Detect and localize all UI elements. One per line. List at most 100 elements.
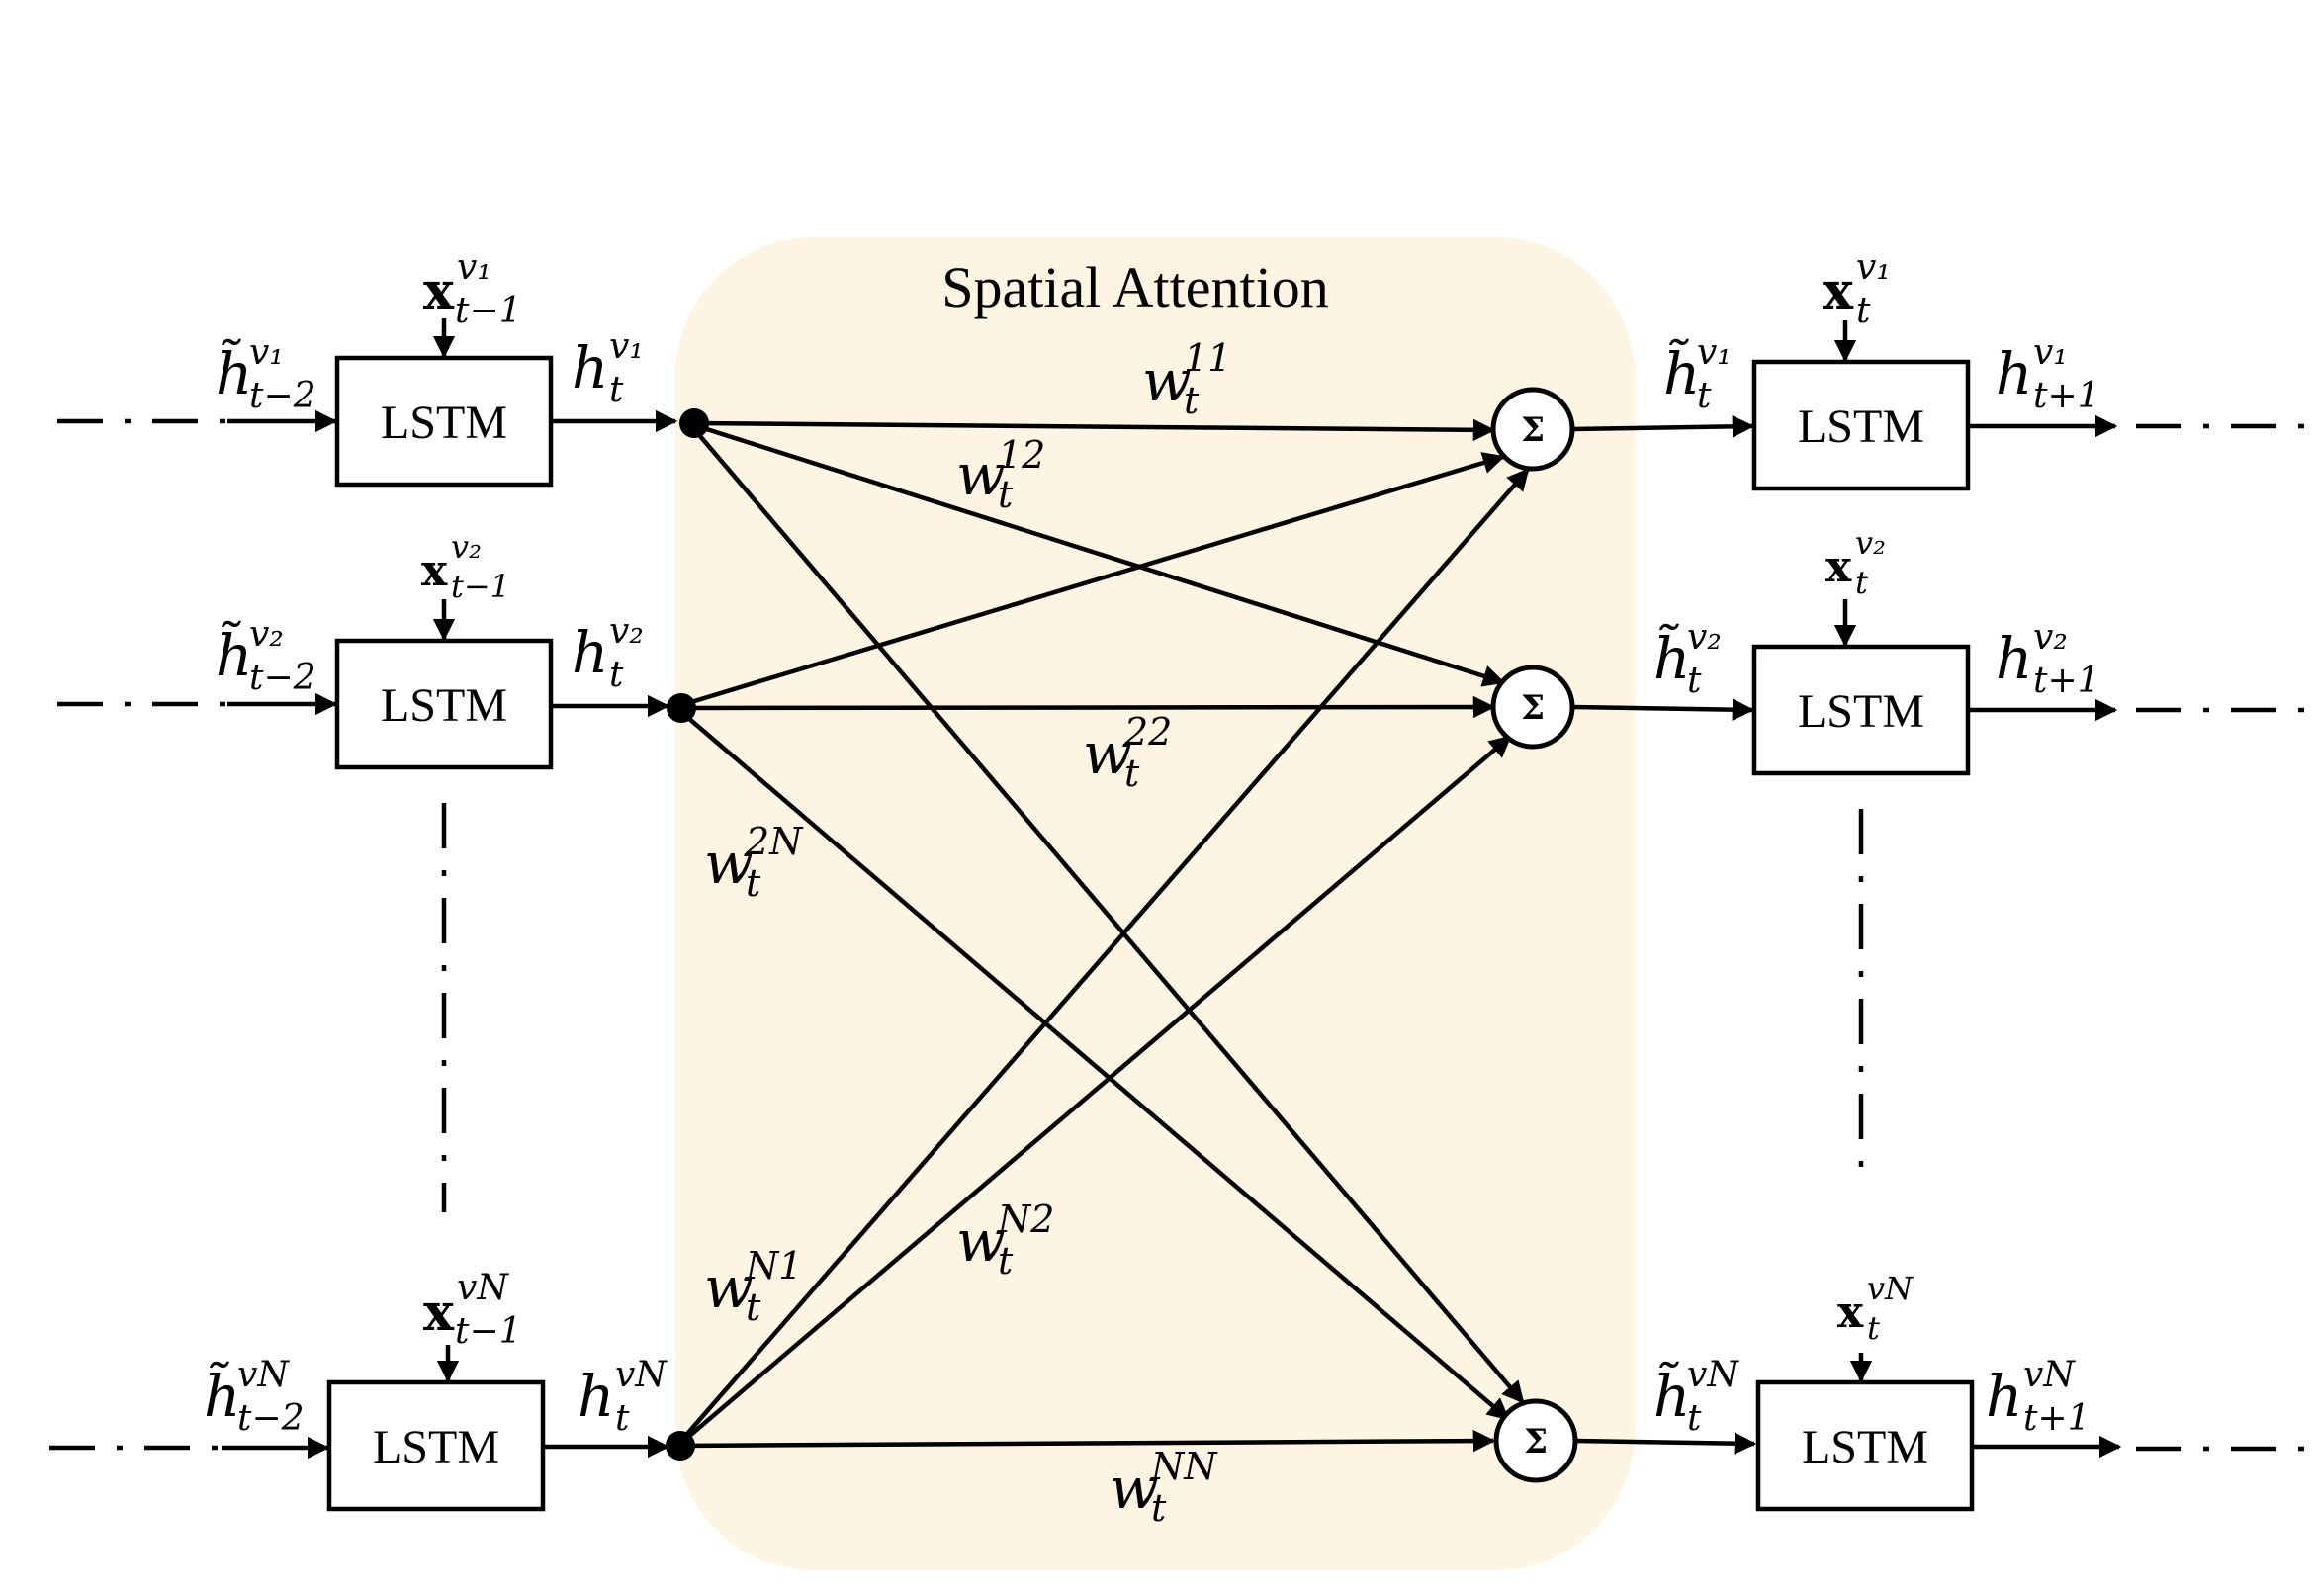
svg-text:w: w (956, 441, 1006, 508)
svg-text:x: x (423, 261, 455, 321)
left-lstm-box-N (326, 1379, 546, 1512)
edge-w12 (693, 422, 1506, 687)
label-wN1: w t N1 (704, 1244, 802, 1329)
svg-text:t−1: t−1 (455, 291, 522, 331)
label-w12: w t 12 (956, 433, 1045, 516)
right-lstm-label-N: LSTM (1802, 1421, 1928, 1473)
svg-text:h: h (572, 619, 608, 686)
svg-text:t: t (609, 370, 624, 410)
right-row1-prev-hidden-arrow (1571, 415, 1755, 438)
right-row1-prev-hidden-label: h̃ t v₁ (1663, 332, 1732, 416)
svg-text:v₁: v₁ (457, 247, 491, 288)
svg-text:h̃: h̃ (1653, 622, 1690, 692)
edge-w1N (692, 427, 1525, 1404)
svg-text:t+1: t+1 (2033, 661, 2100, 701)
svg-text:NN: NN (1150, 1445, 1218, 1488)
svg-text:h̃: h̃ (1663, 337, 1700, 407)
sum-symbol-2: Σ (1521, 688, 1545, 728)
svg-text:w: w (704, 1254, 754, 1321)
svg-text:t: t (998, 1239, 1014, 1283)
svg-text:vN: vN (237, 1355, 290, 1395)
svg-text:t−2: t−2 (249, 658, 316, 698)
svg-text:t: t (615, 1398, 630, 1439)
edge-w2N (679, 710, 1510, 1421)
left-row2-input-label: x t−1 v₂ (421, 528, 510, 605)
svg-text:h̃: h̃ (204, 1360, 240, 1430)
label-w22: w t 22 (1083, 710, 1172, 795)
svg-text:vN: vN (1867, 1270, 1914, 1307)
svg-text:v₂: v₂ (249, 614, 284, 655)
right-lstm-label-2: LSTM (1798, 685, 1924, 738)
svg-text:h̃: h̃ (216, 619, 252, 689)
svg-text:12: 12 (998, 433, 1045, 477)
svg-text:v₁: v₁ (1856, 247, 1891, 288)
svg-text:v₂: v₂ (451, 528, 482, 566)
svg-text:h: h (578, 1363, 614, 1430)
right-row2-prev-hidden-arrow (1571, 698, 1755, 721)
left-row1-input-label: x t−1 v₁ (423, 247, 522, 331)
sum-symbol-1: Σ (1521, 410, 1545, 450)
svg-text:h: h (572, 334, 608, 401)
left-row2-output-label: h t v₂ (572, 611, 644, 695)
svg-text:v₂: v₂ (1855, 524, 1886, 562)
edge-wN1 (678, 468, 1530, 1444)
svg-text:w: w (1110, 1455, 1159, 1522)
edge-w22 (680, 695, 1496, 719)
right-rowN-prev-hidden-label: h̃ t vN (1653, 1355, 1739, 1439)
svg-text:v₂: v₂ (1687, 617, 1722, 658)
left-row1-prev-hidden-label: h̃ t−2 v₁ (216, 332, 316, 416)
svg-text:t: t (1184, 379, 1200, 422)
label-wNN: w t NN (1110, 1445, 1218, 1530)
left-rowN-input-label: x t−1 vN (423, 1268, 522, 1352)
edge-w11 (693, 418, 1496, 442)
svg-text:h̃: h̃ (1653, 1360, 1690, 1430)
left-lstm-label-N: LSTM (373, 1421, 499, 1473)
svg-text:x: x (1825, 542, 1852, 592)
svg-text:vN: vN (615, 1355, 668, 1395)
svg-text:t+1: t+1 (2023, 1398, 2091, 1439)
svg-text:t: t (1856, 291, 1871, 331)
left-lstm-label-1: LSTM (381, 397, 507, 449)
svg-text:N2: N2 (997, 1197, 1054, 1241)
svg-text:h: h (1986, 1363, 2022, 1430)
svg-text:x: x (1837, 1287, 1864, 1338)
right-lstm-label-1: LSTM (1798, 400, 1924, 453)
sum-symbol-N: Σ (1524, 1422, 1548, 1462)
left-lstm-label-2: LSTM (381, 679, 507, 732)
svg-text:v₁: v₁ (609, 326, 644, 367)
right-lstm-box-2 (1751, 644, 1971, 776)
left-node-dot-2 (667, 693, 696, 723)
svg-text:w: w (1083, 720, 1132, 787)
svg-text:w: w (704, 830, 754, 897)
right-rowN-input-label: x t vN (1837, 1270, 1914, 1347)
left-rowN-prev-hidden-label: h̃ t−2 vN (204, 1355, 305, 1439)
label-w2N: w t 2N (704, 820, 804, 905)
svg-text:t: t (1855, 564, 1868, 601)
left-row2-prev-hidden-label: h̃ t−2 v₂ (216, 614, 316, 698)
svg-text:t−2: t−2 (249, 376, 316, 416)
svg-text:t−1: t−1 (451, 568, 510, 605)
edge-wN2 (678, 735, 1512, 1446)
left-lstm-box-2 (334, 638, 554, 770)
right-row2-input-label: x t v₂ (1825, 524, 1886, 601)
svg-text:22: 22 (1123, 710, 1172, 754)
right-rowN-prev-hidden-arrow (1574, 1432, 1757, 1455)
left-node-dot-N (666, 1431, 695, 1461)
left-rowN-output-label: h t vN (578, 1355, 668, 1439)
svg-text:t: t (1697, 376, 1712, 416)
svg-text:h: h (1996, 625, 2032, 692)
right-rowN-output-label: h t+1 vN (1986, 1355, 2091, 1439)
svg-text:t: t (746, 1286, 761, 1329)
right-row2-output-label: h t+1 v₂ (1996, 617, 2100, 701)
svg-text:w: w (1142, 347, 1192, 414)
edge-wNN (679, 1429, 1496, 1453)
left-lstm-box-1 (334, 355, 554, 488)
svg-text:t: t (998, 473, 1014, 516)
spatial-attention-region (675, 237, 1635, 1570)
svg-text:2N: 2N (745, 820, 804, 863)
svg-text:t: t (1687, 1398, 1702, 1439)
svg-text:v₂: v₂ (2033, 617, 2068, 658)
svg-text:t: t (1687, 661, 1702, 701)
right-lstm-box-1 (1751, 359, 1971, 491)
